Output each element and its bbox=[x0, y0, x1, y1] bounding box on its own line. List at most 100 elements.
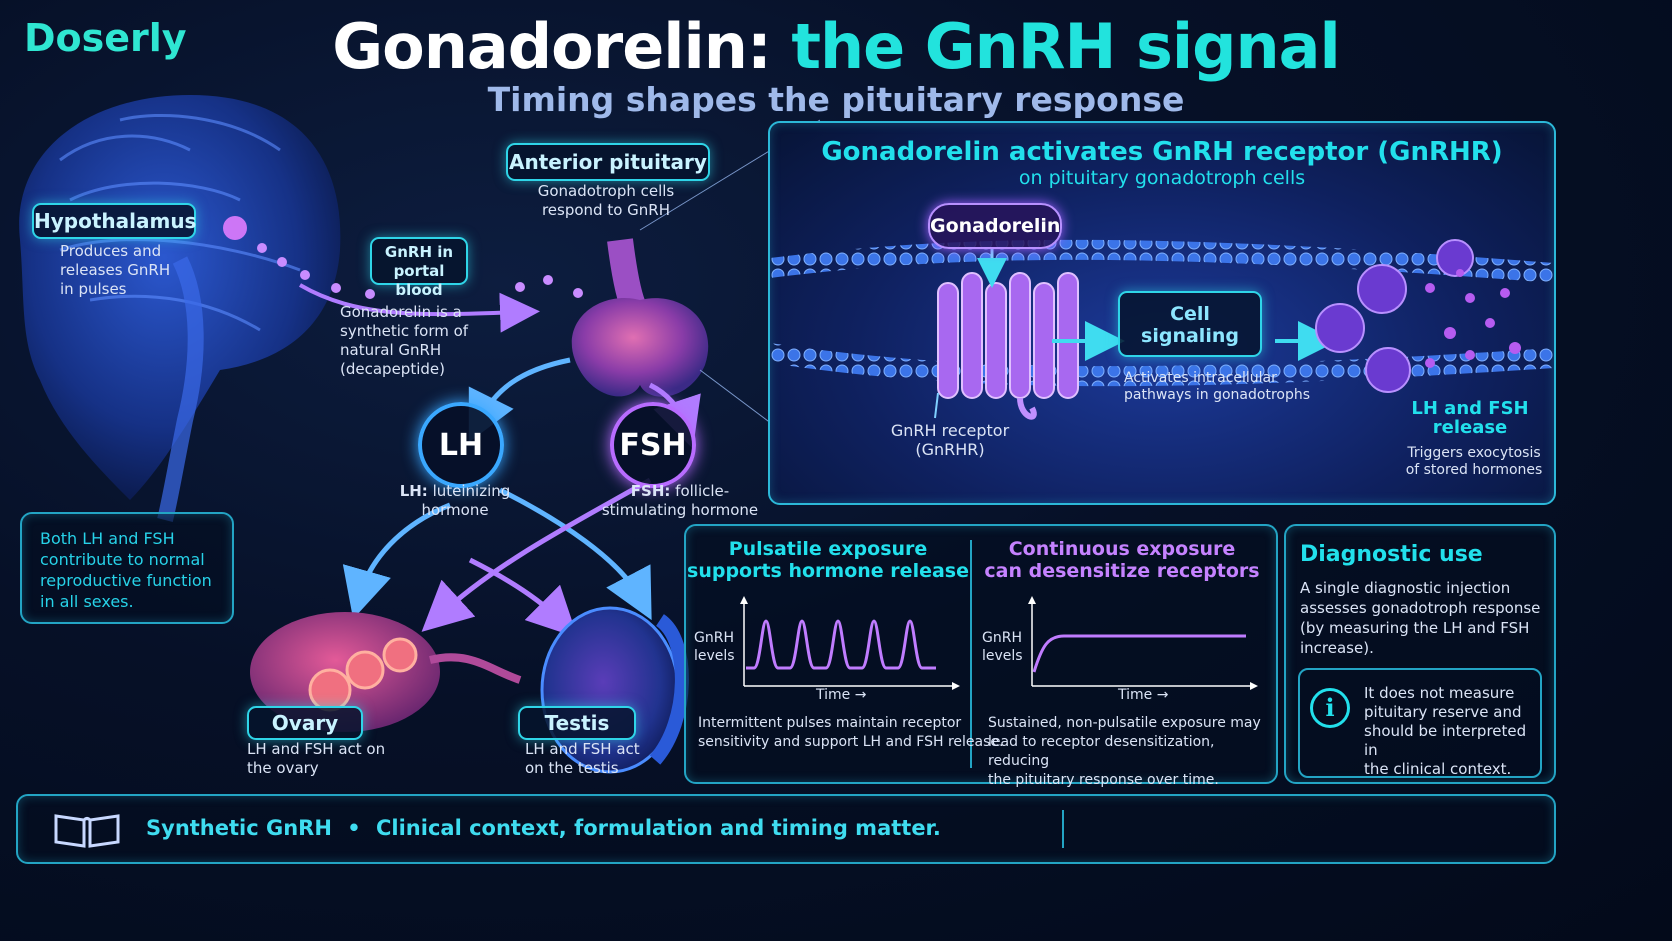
ovary-label: Ovary bbox=[247, 706, 363, 740]
gnrh-receptor-icon bbox=[937, 272, 1079, 420]
fsh-prefix: FSH: bbox=[630, 482, 671, 500]
pulsatile-title-line: supports hormone release bbox=[687, 560, 969, 582]
pulsatile-xlabel: Time → bbox=[816, 687, 867, 703]
gnrh-receptor-label: GnRH receptor (GnRHR) bbox=[870, 421, 1030, 459]
continuous-title-line: Continuous exposure bbox=[1008, 538, 1236, 560]
portal-blood-label: GnRH in portal blood bbox=[370, 237, 468, 299]
receptor-panel-title: Gonadorelin activates GnRH receptor (GnR… bbox=[821, 137, 1503, 167]
hypothalamus-glow bbox=[223, 216, 247, 240]
diagnostic-desc-line: assesses gonadotroph response bbox=[1300, 599, 1541, 617]
pulsatile-title-line: Pulsatile exposure bbox=[728, 538, 928, 560]
portal-desc-line: synthetic form of bbox=[340, 322, 469, 340]
portal-desc: Gonadorelin is a synthetic form of natur… bbox=[340, 303, 468, 379]
cell-signaling-box: Cell signaling bbox=[1118, 291, 1262, 357]
diagnostic-desc-line: increase). bbox=[1300, 639, 1374, 657]
lh-prefix: LH: bbox=[399, 482, 428, 500]
membrane-illustration bbox=[770, 239, 1554, 420]
release-label-line: LH and FSH bbox=[1411, 398, 1529, 419]
diagnostic-panel: Diagnostic use A single diagnostic injec… bbox=[1284, 524, 1556, 784]
info-text-line: pituitary reserve and bbox=[1364, 703, 1522, 721]
testis-label: Testis bbox=[518, 706, 636, 740]
hypothalamus-label: Hypothalamus bbox=[32, 203, 196, 239]
pulsatile-chart bbox=[740, 596, 960, 690]
lh-desc-line: hormone bbox=[421, 501, 489, 519]
ovary-organ bbox=[250, 612, 522, 732]
pituitary-desc: Gonadotroph cells respond to GnRH bbox=[506, 182, 706, 220]
continuous-curve bbox=[1032, 634, 1246, 673]
portal-desc-line: natural GnRH bbox=[340, 341, 442, 359]
continuous-title: Continuous exposure can desensitize rece… bbox=[972, 538, 1272, 582]
pituitary-desc-line: respond to GnRH bbox=[541, 201, 671, 219]
portal-desc-line: Gonadorelin is a bbox=[340, 303, 462, 321]
page-title: Gonadorelin: the GnRH signal bbox=[0, 10, 1672, 83]
portal-desc-line: (decapeptide) bbox=[340, 360, 445, 378]
release-desc-line: Triggers exocytosis bbox=[1407, 445, 1541, 461]
open-book-icon bbox=[54, 814, 120, 848]
receptor-label-line: GnRH receptor bbox=[890, 421, 1010, 440]
footer-divider bbox=[1062, 810, 1064, 848]
released-hormone-dots bbox=[1425, 269, 1521, 368]
pituitary-label: Anterior pituitary bbox=[506, 143, 710, 181]
note-box: Both LH and FSH contribute to normal rep… bbox=[20, 512, 234, 624]
pituitary-desc-line: Gonadotroph cells bbox=[537, 182, 675, 200]
diagnostic-title: Diagnostic use bbox=[1300, 542, 1483, 567]
continuous-desc-line: lead to receptor desensitization, reduci… bbox=[988, 734, 1215, 769]
release-label: LH and FSH release bbox=[1410, 399, 1530, 437]
signaling-desc-line: Activates intracellular bbox=[1124, 370, 1277, 386]
continuous-xlabel: Time → bbox=[1118, 687, 1169, 703]
release-desc: Triggers exocytosis of stored hormones bbox=[1400, 445, 1548, 479]
info-icon: i bbox=[1310, 688, 1350, 728]
receptor-panel: Gonadorelin activates GnRH receptor (GnR… bbox=[768, 121, 1556, 505]
footer-left: Synthetic GnRH bbox=[146, 816, 332, 840]
signaling-desc-line: pathways in gonadotrophs bbox=[1124, 387, 1311, 403]
pulsatile-ylabel-line: GnRH bbox=[694, 630, 734, 646]
info-text: It does not measure pituitary reserve an… bbox=[1364, 684, 1540, 779]
info-text-line: It does not measure bbox=[1364, 684, 1515, 702]
pulsatile-desc: Intermittent pulses maintain receptor se… bbox=[698, 714, 1003, 752]
continuous-title-line: can desensitize receptors bbox=[984, 560, 1260, 582]
footer-right: Clinical context, formulation and timing… bbox=[376, 816, 941, 840]
signaling-line: Cell bbox=[1170, 303, 1210, 325]
pulsatile-desc-line: sensitivity and support LH and FSH relea… bbox=[698, 734, 1004, 750]
continuous-ylabel: GnRH levels bbox=[982, 629, 1023, 665]
release-label-line: release bbox=[1432, 417, 1508, 438]
portal-label-line: portal blood bbox=[393, 262, 445, 299]
receptor-label-line: (GnRHR) bbox=[915, 440, 985, 459]
testis-desc-line: LH and FSH act bbox=[525, 740, 640, 758]
page-subtitle: Timing shapes the pituitary response bbox=[487, 80, 1185, 119]
lh-desc: LH: luteinizing hormone bbox=[380, 482, 530, 520]
diagnostic-desc-line: A single diagnostic injection bbox=[1300, 579, 1511, 597]
hypothalamus-desc: Produces and releases GnRH in pulses bbox=[60, 242, 170, 299]
ovary-desc-line: the ovary bbox=[247, 759, 319, 777]
fsh-desc-line: stimulating hormone bbox=[601, 501, 759, 519]
signaling-line: signaling bbox=[1141, 325, 1239, 347]
signaling-desc: Activates intracellular pathways in gona… bbox=[1124, 370, 1310, 404]
portal-arrow bbox=[298, 283, 540, 333]
pulsatile-ylabel-line: levels bbox=[694, 648, 735, 664]
continuous-ylabel-line: GnRH bbox=[982, 630, 1022, 646]
exposure-comparison-panel: Pulsatile exposure supports hormone rele… bbox=[684, 524, 1278, 788]
continuous-desc-line: Sustained, non-pulsatile exposure may bbox=[988, 715, 1261, 731]
continuous-desc: Sustained, non-pulsatile exposure may le… bbox=[988, 714, 1276, 790]
diagnostic-desc: A single diagnostic injection assesses g… bbox=[1300, 578, 1540, 658]
ovary-desc-line: LH and FSH act on bbox=[247, 740, 386, 758]
panel-divider bbox=[970, 540, 972, 768]
receptor-panel-subtitle: on pituitary gonadotroph cells bbox=[1018, 167, 1306, 189]
title-accent: the GnRH signal bbox=[791, 10, 1340, 83]
release-desc-line: of stored hormones bbox=[1405, 462, 1543, 478]
pulsatile-desc-line: Intermittent pulses maintain receptor bbox=[698, 715, 962, 731]
pituitary-gland bbox=[571, 238, 709, 397]
portal-label-line: GnRH in bbox=[384, 243, 454, 261]
note-text: Both LH and FSH contribute to normal rep… bbox=[40, 529, 212, 611]
hypothalamus-desc-line: releases GnRH bbox=[60, 261, 171, 279]
lh-desc-line: luteinizing bbox=[432, 482, 511, 500]
continuous-chart bbox=[1028, 596, 1258, 690]
pulsatile-curve bbox=[746, 619, 936, 670]
title-main: Gonadorelin: bbox=[332, 10, 771, 83]
testis-desc-line: on the testis bbox=[525, 759, 619, 777]
continuous-ylabel-line: levels bbox=[982, 648, 1023, 664]
info-text-line: should be interpreted in bbox=[1364, 722, 1527, 759]
continuous-desc-line: the pituitary response over time. bbox=[988, 772, 1219, 788]
footer-bar: Synthetic GnRH • Clinical context, formu… bbox=[16, 794, 1556, 864]
diagnostic-desc-line: (by measuring the LH and FSH bbox=[1300, 619, 1530, 637]
